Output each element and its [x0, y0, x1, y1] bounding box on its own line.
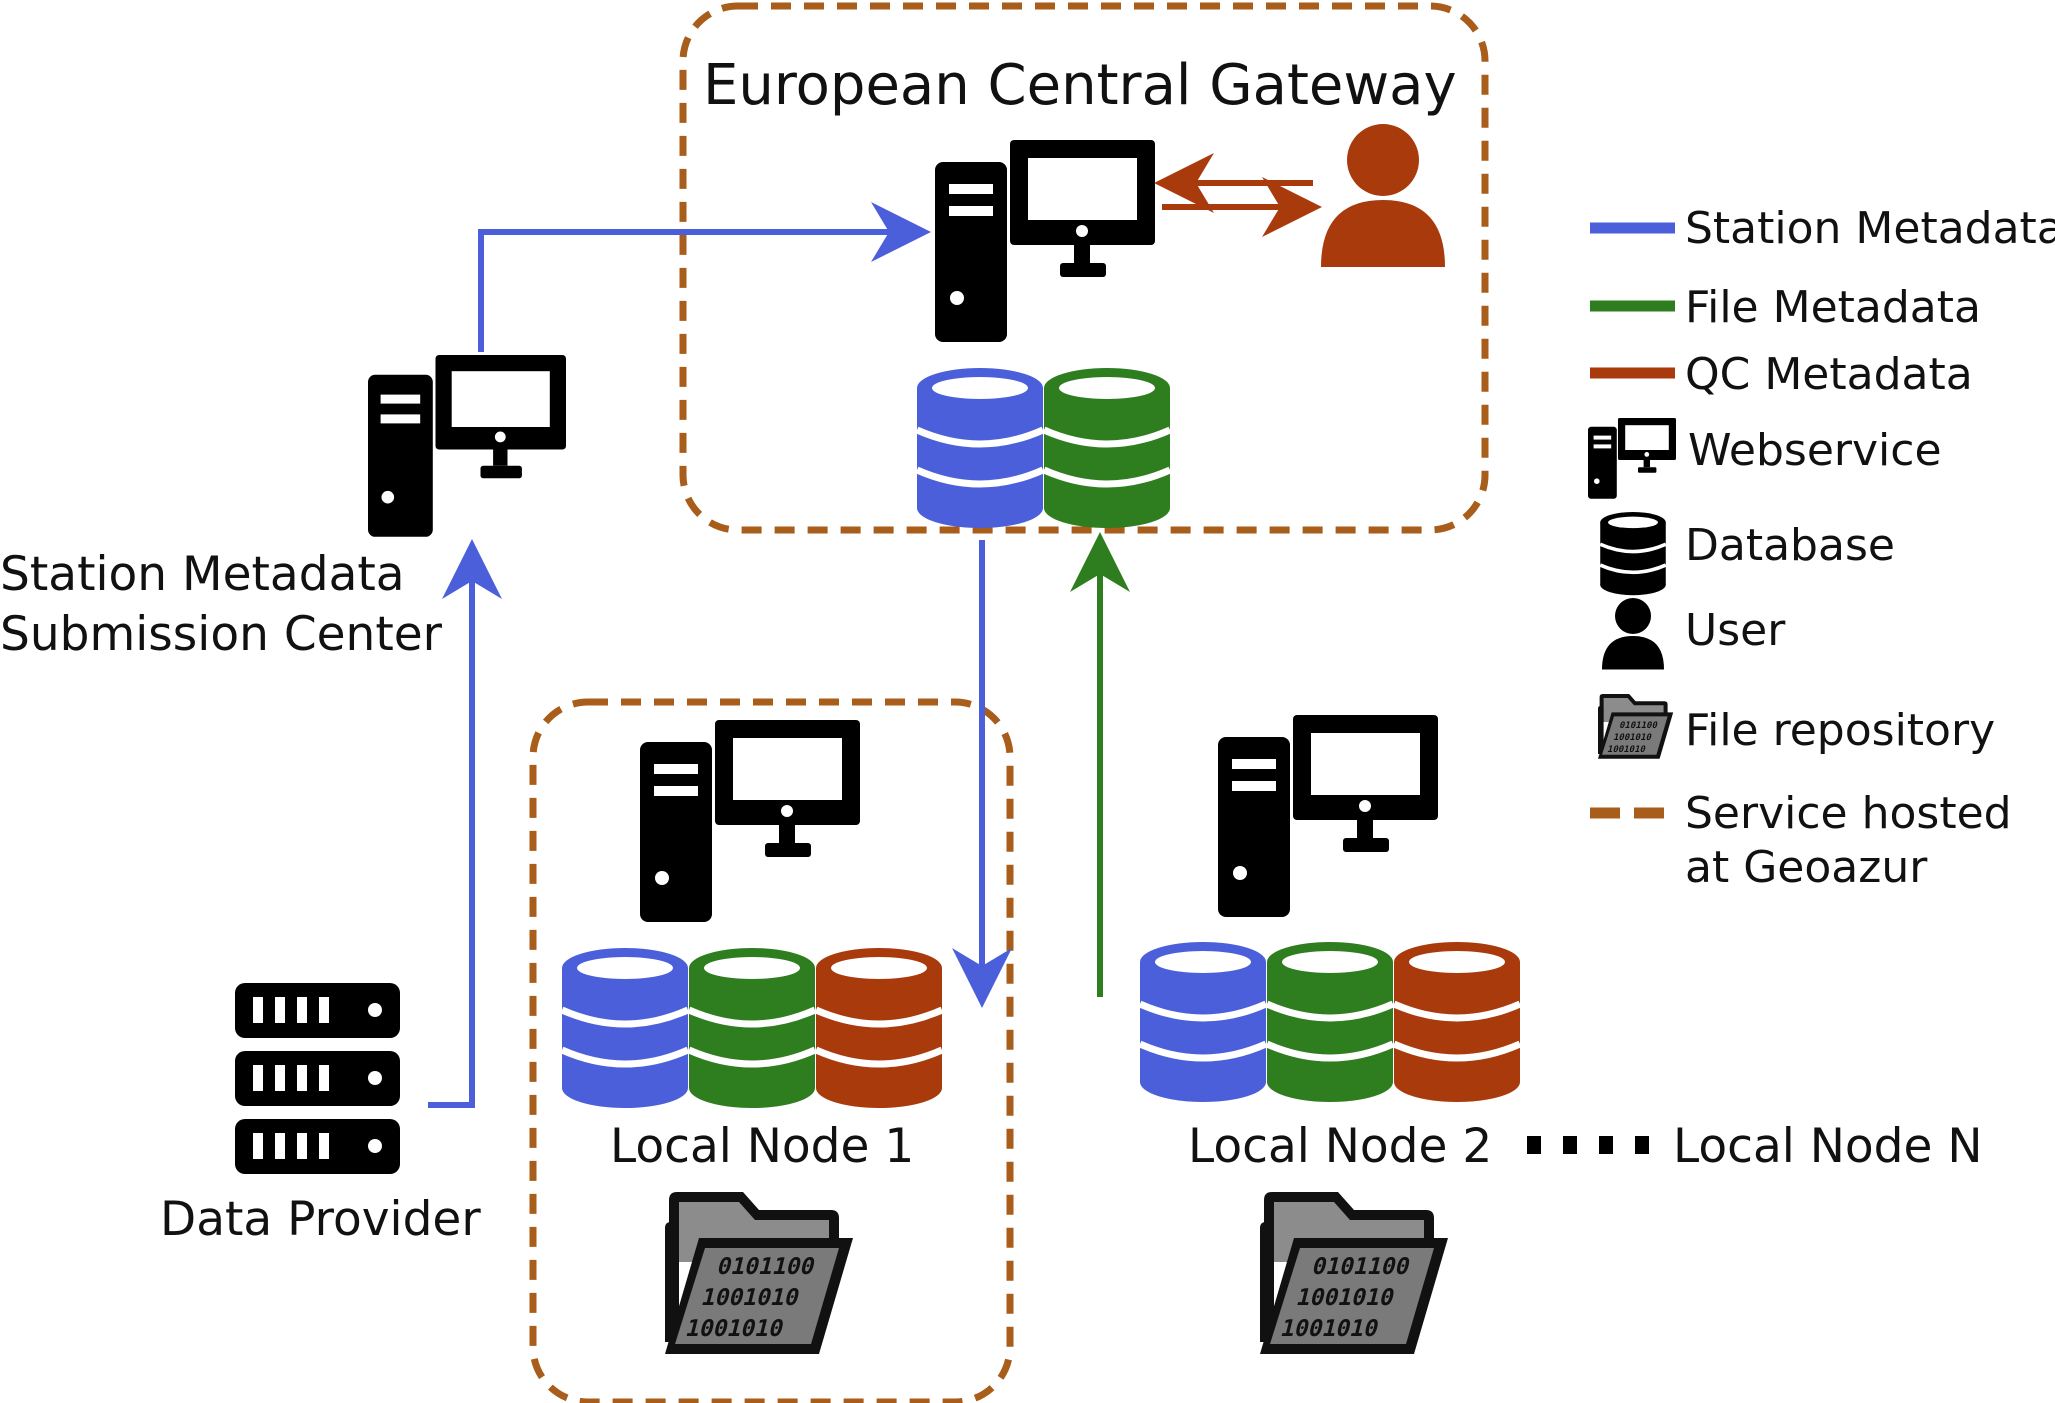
- provider-rack-icon-1: [235, 983, 400, 1038]
- provider-rack-icon-3: [235, 1119, 400, 1174]
- gateway-file-db-icon: [1044, 368, 1170, 528]
- legend: Station Metadata File Metadata QC Metada…: [1588, 203, 2055, 893]
- svg-text:0101100: 0101100: [1310, 1252, 1414, 1280]
- provider-label: Data Provider: [160, 1192, 481, 1247]
- node2-file-db-icon: [1267, 942, 1393, 1102]
- svg-text:1001010: 1001010: [1294, 1283, 1398, 1311]
- submission-label-line2: Submission Center: [0, 607, 443, 662]
- gateway-station-db-icon: [917, 368, 1043, 528]
- node2-qc-db-icon: [1394, 942, 1520, 1102]
- nodeN-label: Local Node N: [1673, 1119, 1983, 1174]
- legend-qc-label: QC Metadata: [1685, 349, 1973, 400]
- legend-station-label: Station Metadata: [1685, 203, 2055, 254]
- svg-text:0101100: 0101100: [715, 1252, 819, 1280]
- provider-rack-icon-2: [235, 1051, 400, 1106]
- gateway-hosted-box: [679, 2, 1489, 534]
- node2-webservice-icon: [1218, 715, 1438, 917]
- legend-hosted-label-line2: at Geoazur: [1685, 842, 1928, 893]
- node1-hosted-box: [529, 698, 1014, 1403]
- legend-user-icon: [1602, 598, 1664, 670]
- svg-text:1001010: 1001010: [683, 1314, 787, 1342]
- gateway-title: European Central Gateway: [703, 53, 1457, 118]
- node1-label: Local Node 1: [610, 1119, 914, 1174]
- station-arrow-from-provider: [428, 539, 502, 1108]
- node2-label: Local Node 2: [1188, 1119, 1492, 1174]
- svg-text:1001010: 1001010: [1606, 745, 1646, 755]
- svg-text:0101100: 0101100: [1618, 721, 1658, 731]
- node1-repository-icon: 0101100 1001010 1001010: [665, 1192, 853, 1354]
- node2-repository-icon: 0101100 1001010 1001010: [1260, 1192, 1448, 1354]
- legend-database-label: Database: [1685, 520, 1895, 571]
- legend-repository-label: File repository: [1685, 705, 1995, 756]
- station-arrow-to-gateway: [478, 202, 931, 352]
- legend-database-icon: [1598, 510, 1668, 598]
- node2-station-db-icon: [1140, 942, 1266, 1102]
- legend-file-label: File Metadata: [1685, 282, 1981, 333]
- node1-webservice-icon: [640, 720, 860, 922]
- legend-hosted-label-line1: Service hosted: [1685, 788, 2012, 839]
- legend-repository-icon: 0101100 1001010 1001010: [1598, 694, 1674, 759]
- legend-webservice-icon: [1588, 418, 1676, 499]
- submission-webservice-icon: [368, 355, 566, 537]
- node1-file-db-icon: [689, 948, 815, 1108]
- svg-text:1001010: 1001010: [1612, 733, 1652, 743]
- node1-qc-db-icon: [816, 948, 942, 1108]
- legend-webservice-label: Webservice: [1688, 425, 1942, 476]
- gateway-user-icon: [1321, 124, 1445, 267]
- svg-text:1001010: 1001010: [1278, 1314, 1382, 1342]
- legend-user-label: User: [1685, 605, 1786, 656]
- gateway-webservice-icon: [935, 140, 1155, 342]
- submission-label-line1: Station Metadata: [0, 547, 405, 602]
- svg-text:1001010: 1001010: [699, 1283, 803, 1311]
- node1-station-db-icon: [562, 948, 688, 1108]
